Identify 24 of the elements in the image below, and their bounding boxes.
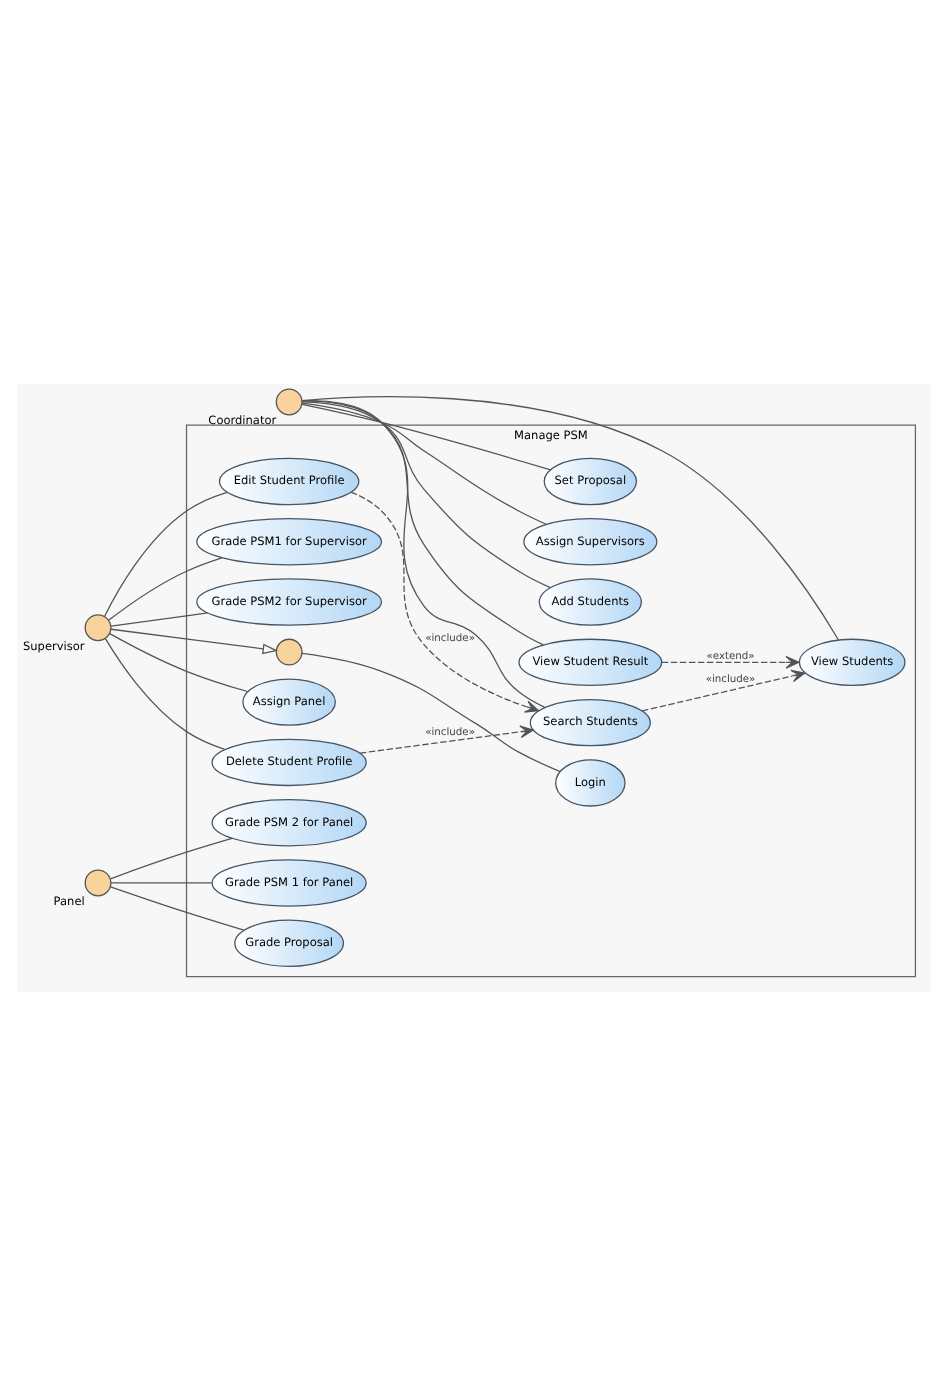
arrow [641,668,806,711]
arrow [110,627,278,654]
connector [301,401,547,524]
connector [110,611,209,626]
connector [109,836,233,879]
arrow [350,490,540,712]
connector [110,881,213,883]
node-person [275,637,303,665]
connector [109,885,245,930]
node-circle [275,387,303,415]
connector [108,556,223,620]
connector [301,651,561,772]
node-circle [84,613,112,641]
arrow [661,654,800,668]
connector [103,490,228,617]
connector [301,399,544,645]
connector [301,395,840,640]
connector [109,632,248,692]
arrow [359,724,534,753]
connector [301,402,552,470]
connector [301,399,546,707]
connector [301,400,552,588]
node-circle [84,868,112,896]
connector [104,637,226,750]
